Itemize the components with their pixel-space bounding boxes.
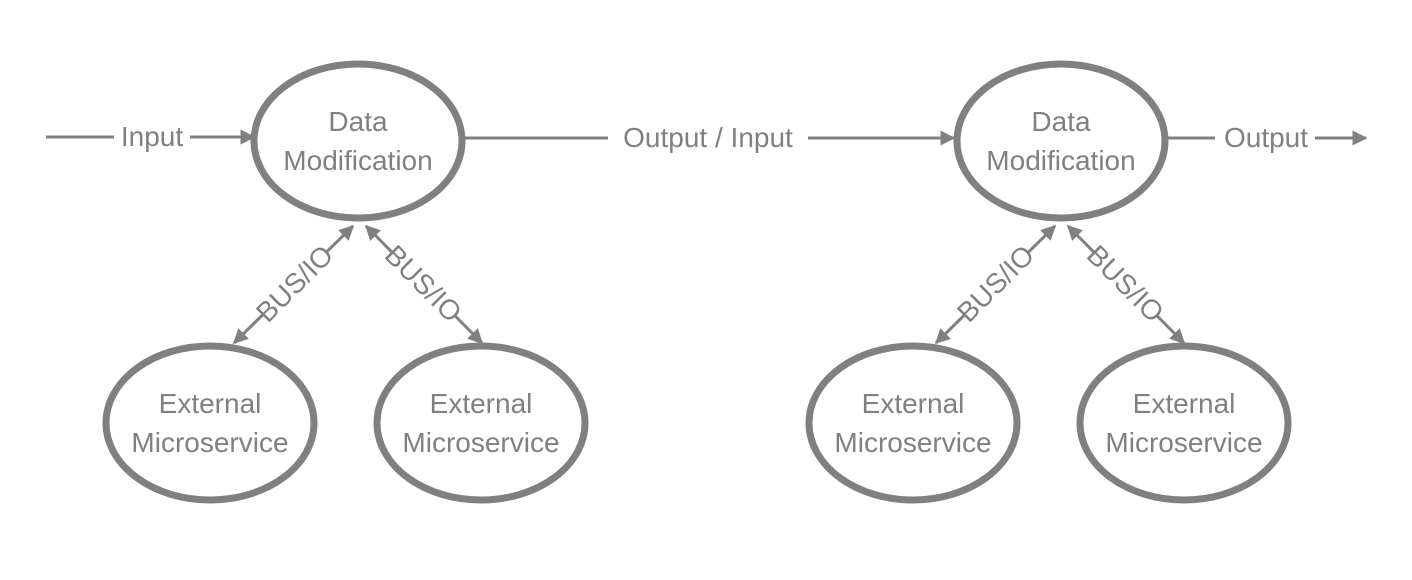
bus-label-3: BUS/IO xyxy=(951,239,1040,328)
node-line-2: Modification xyxy=(283,145,432,176)
node-line-1: Data xyxy=(328,106,388,137)
external-microservice-node-4: External Microservice xyxy=(1076,342,1292,504)
output-input-label: Output / Input xyxy=(623,122,793,153)
node-line-1: External xyxy=(159,388,262,419)
external-microservice-node-1: External Microservice xyxy=(102,342,318,504)
node-line-1: External xyxy=(1133,388,1236,419)
bus-label-4: BUS/IO xyxy=(1081,239,1170,328)
node-line-2: Microservice xyxy=(402,427,559,458)
node-line-2: Microservice xyxy=(1105,427,1262,458)
node-line-2: Microservice xyxy=(131,427,288,458)
external-microservice-node-2: External Microservice xyxy=(373,342,589,504)
node-line-1: External xyxy=(862,388,965,419)
bus-label-1: BUS/IO xyxy=(250,239,339,328)
node-line-1: Data xyxy=(1031,106,1091,137)
data-modification-node-1: Data Modification xyxy=(250,60,466,222)
node-line-2: Modification xyxy=(986,145,1135,176)
output-label: Output xyxy=(1224,122,1308,153)
data-modification-node-2: Data Modification xyxy=(953,60,1169,222)
bus-label-2: BUS/IO xyxy=(379,239,468,328)
external-microservice-node-3: External Microservice xyxy=(805,342,1021,504)
node-line-1: External xyxy=(430,388,533,419)
input-label: Input xyxy=(121,121,183,152)
node-line-2: Microservice xyxy=(834,427,991,458)
